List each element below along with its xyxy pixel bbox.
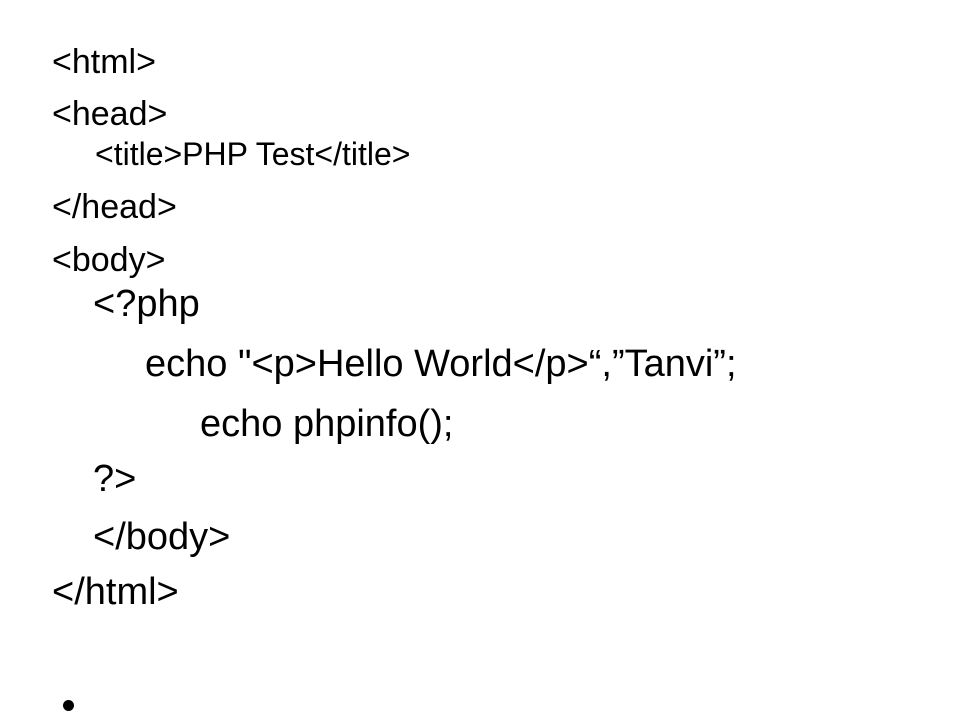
code-line-body-close: </body> — [93, 516, 231, 558]
code-line-php-open: <?php — [93, 283, 200, 325]
code-line-head-open: <head> — [52, 95, 168, 133]
code-line-head-close: </head> — [52, 188, 177, 226]
code-line-html-open: <html> — [52, 43, 156, 81]
code-line-html-close: </html> — [52, 571, 179, 613]
code-line-title: <title>PHP Test</title> — [95, 136, 411, 172]
code-line-php-close: ?> — [93, 458, 137, 500]
code-line-echo-hello: echo "<p>Hello World</p>“,”Tanvi”; — [145, 343, 737, 385]
code-line-body-open: <body> — [52, 241, 166, 279]
code-line-echo-phpinfo: echo phpinfo(); — [200, 403, 454, 445]
bullet-point — [63, 700, 74, 711]
